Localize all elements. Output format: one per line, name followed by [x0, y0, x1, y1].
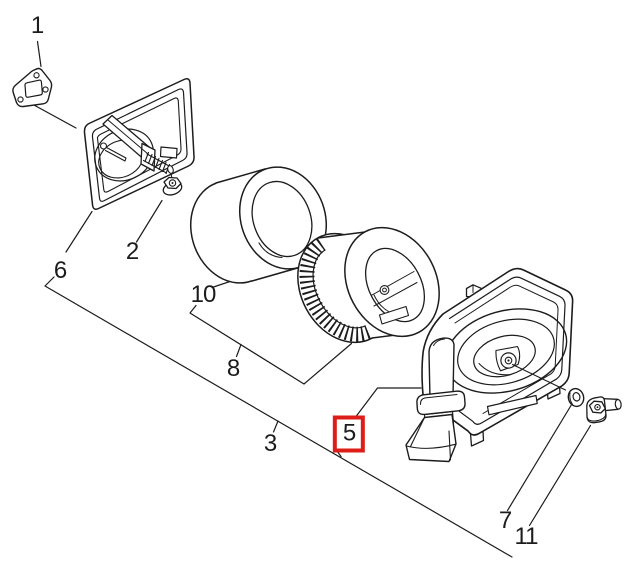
spring	[142, 151, 174, 179]
part-gasket	[12, 67, 53, 108]
part-air-cleaner-case	[405, 267, 574, 463]
part-flange-nut	[162, 176, 183, 196]
part-filter-element	[297, 226, 440, 344]
callout-6[interactable]: 6	[53, 257, 67, 284]
intake-duct	[428, 337, 455, 401]
leader-11	[528, 424, 592, 527]
screw	[99, 142, 127, 162]
callout-2[interactable]: 2	[125, 238, 139, 265]
part-element-backplate	[83, 78, 195, 210]
callout-11[interactable]: 11	[514, 523, 539, 550]
duct-clamp	[416, 390, 466, 416]
part-breather-joint	[586, 396, 622, 424]
part-collar-washer	[567, 387, 585, 408]
leader-8-tick	[235, 343, 242, 358]
leader-3-tick	[272, 420, 279, 433]
screw-axis-line	[511, 363, 567, 391]
snorkel	[405, 413, 457, 463]
stud-tab	[159, 146, 178, 159]
leader-5	[355, 387, 422, 418]
leader-6	[65, 210, 93, 253]
callout-8[interactable]: 8	[226, 355, 240, 382]
callout-7[interactable]: 7	[498, 507, 512, 534]
assembly-line	[44, 276, 513, 558]
leader-2	[135, 199, 163, 243]
leader-1	[36, 40, 42, 68]
part-foam-element	[189, 166, 328, 284]
leader-gasket	[32, 103, 77, 129]
pleats	[299, 237, 372, 342]
element-tag	[378, 305, 410, 325]
leader-7	[506, 404, 572, 512]
callout-10[interactable]: 10	[190, 281, 217, 308]
callout-5-highlighted[interactable]: 5	[332, 415, 366, 453]
callout-1[interactable]: 1	[30, 12, 44, 39]
leader-8	[189, 304, 353, 385]
case-vent-slot	[486, 394, 538, 416]
callout-3[interactable]: 3	[263, 430, 277, 457]
